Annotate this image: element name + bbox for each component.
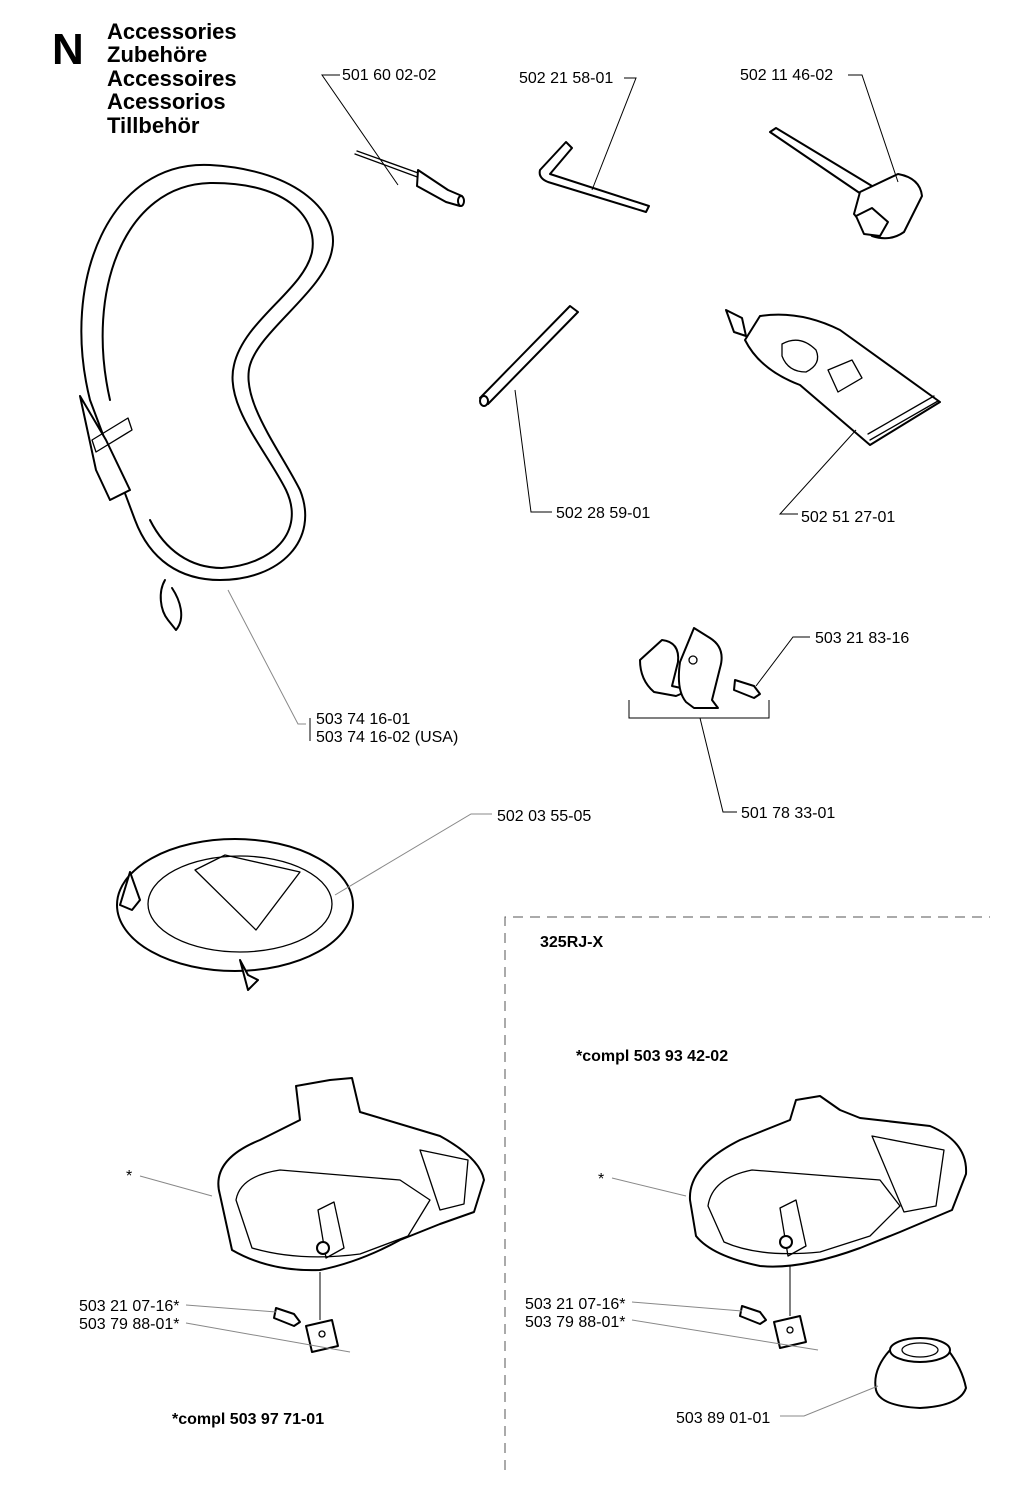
clamp-kit-illustration bbox=[639, 627, 761, 709]
leader-guard-right bbox=[611, 1177, 687, 1197]
screw-left-illustration bbox=[273, 1307, 301, 1327]
marker-guard-left: * bbox=[126, 1168, 132, 1185]
leader-screw-right bbox=[631, 1301, 743, 1312]
part-label-support-cup: 503 89 01-01 bbox=[676, 1410, 770, 1427]
grease-tube-illustration bbox=[725, 309, 941, 446]
part-label-grease-tube: 502 51 27-01 bbox=[801, 509, 895, 526]
trimmer-guard-right-illustration bbox=[688, 1095, 968, 1268]
marker-guard-right: * bbox=[598, 1171, 604, 1188]
part-label-locking-pin: 502 28 59-01 bbox=[556, 505, 650, 522]
knife-left-illustration bbox=[305, 1319, 339, 1353]
part-label-clamp-kit: 501 78 33-01 bbox=[741, 805, 835, 822]
leader-locking-pin bbox=[514, 389, 552, 513]
title-german: Zubehöre bbox=[107, 42, 207, 67]
section-letter: N bbox=[52, 25, 84, 74]
leader-transport-guard bbox=[334, 813, 492, 896]
knife-right-illustration bbox=[773, 1315, 807, 1349]
leader-knife-right bbox=[631, 1319, 819, 1351]
transport-guard-illustration bbox=[116, 838, 354, 991]
leader-harness bbox=[227, 589, 306, 725]
leader-clamp-kit bbox=[699, 717, 737, 813]
leader-knife-left bbox=[185, 1322, 351, 1353]
part-label-harness-2: 503 74 16-02 (USA) bbox=[316, 729, 458, 746]
part-label-screw-left: 503 21 07-16* bbox=[79, 1298, 180, 1315]
variant-label: 325RJ-X bbox=[540, 934, 603, 951]
title-french: Accessoires bbox=[107, 66, 237, 91]
leader-screwdriver bbox=[321, 74, 399, 186]
combination-wrench-illustration bbox=[769, 127, 923, 240]
part-label-harness-1: 503 74 16-01 bbox=[316, 711, 410, 728]
support-cup-illustration bbox=[874, 1337, 967, 1409]
part-label-screwdriver: 501 60 02-02 bbox=[342, 67, 436, 84]
part-label-knife-left: 503 79 88-01* bbox=[79, 1316, 180, 1333]
title-portuguese: Acessorios bbox=[107, 89, 226, 114]
hex-key-illustration bbox=[538, 141, 650, 213]
leader-wrench bbox=[848, 74, 899, 183]
part-label-hex-key: 502 21 58-01 bbox=[519, 70, 613, 87]
leader-clamp-screw bbox=[755, 636, 810, 687]
bracket-clamp-kit bbox=[628, 700, 770, 719]
locking-pin-illustration bbox=[479, 305, 579, 407]
part-label-transport-guard: 502 03 55-05 bbox=[497, 808, 591, 825]
title-english: Accessories bbox=[107, 19, 237, 44]
part-label-knife-right: 503 79 88-01* bbox=[525, 1314, 626, 1331]
screw-right-illustration bbox=[739, 1305, 767, 1325]
leader-support-cup bbox=[780, 1385, 879, 1417]
leader-grease-tube bbox=[778, 429, 857, 515]
title-swedish: Tillbehör bbox=[107, 113, 200, 138]
part-label-wrench: 502 11 46-02 bbox=[740, 67, 833, 84]
section-divider bbox=[504, 916, 990, 1470]
part-label-screw-right: 503 21 07-16* bbox=[525, 1296, 626, 1313]
part-label-clamp-screw: 503 21 83-16 bbox=[815, 630, 909, 647]
leader-hex-key bbox=[591, 77, 637, 191]
screwdriver-illustration bbox=[354, 150, 465, 207]
compl-label-left: *compl 503 97 71-01 bbox=[172, 1411, 324, 1428]
compl-label-right: *compl 503 93 42-02 bbox=[576, 1048, 728, 1065]
trimmer-guard-left-illustration bbox=[217, 1077, 485, 1272]
leader-guard-left bbox=[139, 1175, 213, 1197]
harness-illustration bbox=[79, 163, 334, 631]
leader-screw-left bbox=[185, 1304, 277, 1313]
